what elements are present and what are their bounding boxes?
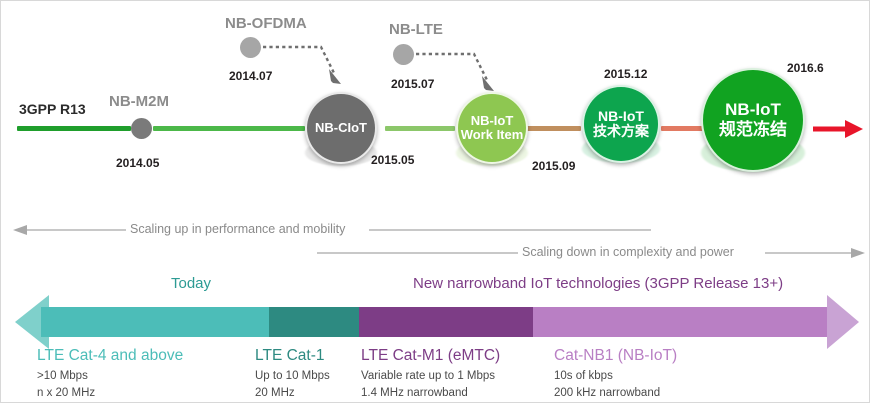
bar-segment-cat-nb1[interactable] <box>533 307 829 337</box>
bar-left-arrow-tip-icon <box>15 295 49 349</box>
scaling-down-arrow-icon <box>317 248 865 258</box>
scaling-up-label: Scaling up in performance and mobility <box>130 222 346 236</box>
node-date-nb-iot-tech: 2015.12 <box>604 67 648 81</box>
category-lte-cat-m1: LTE Cat-M1 (eMTC) Variable rate up to 1 … <box>361 347 500 401</box>
technology-bar-section: Today New narrowband IoT technologies (3… <box>1 269 869 402</box>
node-date-nb-iot-frozen: 2016.6 <box>787 61 824 75</box>
bar-title-new-narrowband: New narrowband IoT technologies (3GPP Re… <box>413 275 784 292</box>
connector-arrow-nb-ofdma-icon <box>263 45 341 84</box>
node-dot-nb-m2m[interactable] <box>131 118 152 139</box>
scaling-up-arrow-icon <box>13 225 651 235</box>
category-name-cat-nb1: Cat-NB1 (NB-IoT) <box>554 347 678 364</box>
category-sub1-lte-cat4: >10 Mbps <box>37 370 88 382</box>
node-circle-nb-ciot[interactable]: NB-CIoT <box>305 92 377 164</box>
timeline-start-label: 3GPP R13 <box>19 101 86 117</box>
timeline-segment-2 <box>153 126 305 131</box>
bar-title-today: Today <box>171 275 212 292</box>
bar-segment-lte-cat4[interactable] <box>41 307 269 337</box>
node-label-nb-iot-wi-line1: NB-IoT <box>470 112 514 128</box>
category-lte-cat1: LTE Cat-1 Up to 10 Mbps 20 MHz <box>255 347 330 401</box>
node-date-nb-m2m: 2014.05 <box>116 156 160 170</box>
scaling-annotations: Scaling up in performance and mobility S… <box>1 219 869 267</box>
node-circle-nb-iot-tech[interactable]: NB-IoT 技术方案 <box>582 85 660 163</box>
category-sub2-cat-nb1: 200 kHz narrowband <box>554 386 661 399</box>
bar-right-arrow-tip-icon <box>827 295 859 349</box>
node-label-nb-ciot: NB-CIoT <box>315 119 367 135</box>
node-circle-nb-iot-frozen[interactable]: NB-IoT 规范冻结 <box>701 68 805 172</box>
node-label-nb-iot-tech-line2: 技术方案 <box>593 123 649 139</box>
category-sub1-cat-nb1: 10s of kbps <box>554 370 613 382</box>
node-dot-nb-ofdma[interactable] <box>240 37 261 58</box>
connector-arrow-nb-lte-icon <box>416 52 494 91</box>
category-name-lte-cat1: LTE Cat-1 <box>255 347 325 364</box>
timeline-section: 3GPP R13 NB-M2M 2014.05 NB-OFDMA 2014.07… <box>1 1 869 206</box>
node-date-nb-lte: 2015.07 <box>391 77 435 91</box>
node-date-nb-ciot: 2015.05 <box>371 153 415 167</box>
node-circle-nb-iot-work-item[interactable]: NB-IoT Work Item <box>456 92 528 164</box>
timeline-segment-4 <box>525 126 581 131</box>
node-caption-nb-ofdma: NB-OFDMA <box>225 15 307 32</box>
category-sub2-lte-cat-m1: 1.4 MHz narrowband <box>361 386 468 399</box>
category-lte-cat4: LTE Cat-4 and above >10 Mbps n x 20 MHz <box>37 347 183 401</box>
category-sub2-lte-cat1: 20 MHz <box>255 386 295 399</box>
node-date-nb-iot-wi: 2015.09 <box>532 159 576 173</box>
node-label-nb-iot-wi-line2: Work Item <box>460 127 524 142</box>
category-name-lte-cat-m1: LTE Cat-M1 (eMTC) <box>361 347 501 364</box>
timeline-segment-3 <box>385 126 455 131</box>
timeline-end-arrow-icon <box>813 120 863 138</box>
timeline-segment-1 <box>17 126 131 131</box>
node-dot-nb-lte[interactable] <box>393 44 414 65</box>
category-sub2-lte-cat4: n x 20 MHz <box>37 386 96 399</box>
bar-segment-lte-cat-m1[interactable] <box>359 307 533 337</box>
node-caption-nb-m2m: NB-M2M <box>109 93 169 110</box>
category-sub1-lte-cat1: Up to 10 Mbps <box>255 370 330 382</box>
node-label-nb-iot-tech-line1: NB-IoT <box>598 107 644 124</box>
category-sub1-lte-cat-m1: Variable rate up to 1 Mbps <box>361 370 496 382</box>
scaling-down-label: Scaling down in complexity and power <box>522 245 734 259</box>
node-label-nb-iot-frozen-line1: NB-IoT <box>725 99 781 119</box>
node-label-nb-iot-frozen-line2: 规范冻结 <box>719 120 787 139</box>
category-cat-nb1: Cat-NB1 (NB-IoT) 10s of kbps 200 kHz nar… <box>554 347 677 401</box>
category-name-lte-cat4: LTE Cat-4 and above <box>37 347 184 364</box>
node-caption-nb-lte: NB-LTE <box>389 21 443 38</box>
node-date-nb-ofdma: 2014.07 <box>229 69 273 83</box>
bar-segment-lte-cat1[interactable] <box>269 307 359 337</box>
timeline-segment-5 <box>661 126 705 131</box>
